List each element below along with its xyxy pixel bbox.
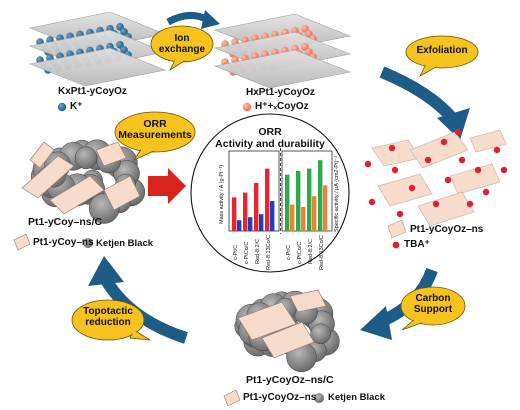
center-circle bbox=[190, 113, 350, 273]
carbon-particle bbox=[74, 146, 98, 170]
cat-right-2: Red-8:2/C bbox=[308, 238, 314, 264]
ketjen-legend-dot-left bbox=[83, 238, 93, 248]
bar-c-PtCo/C-s1 bbox=[301, 207, 306, 231]
orr-chart bbox=[228, 148, 333, 234]
reduced-nanosheet-label: Pt1-yCoy–ns bbox=[33, 237, 94, 248]
tba-ion bbox=[474, 166, 482, 174]
bubble-carbon-support bbox=[400, 286, 466, 331]
tba-ion bbox=[458, 156, 466, 164]
h-ion-legend-label: H⁺+ₓCoyOz bbox=[255, 101, 309, 112]
k-ion-legend-dot bbox=[57, 102, 67, 112]
cat-left-1: c-PtCo/C bbox=[244, 241, 250, 264]
bar-Red-8:2/C-s1 bbox=[312, 196, 317, 231]
layered-stack-h bbox=[213, 13, 352, 89]
bar-Red-8:13Co/C-s0 bbox=[318, 160, 323, 231]
cat-left-0: c-Pt/C bbox=[233, 244, 239, 260]
tba-ion bbox=[408, 184, 416, 192]
bar-c-PtCo/C-s0 bbox=[296, 171, 301, 231]
tba-ion bbox=[500, 166, 508, 174]
bar-Red-8:13Co/C-s0 bbox=[265, 168, 270, 231]
bar-c-Pt/C-s1 bbox=[237, 220, 242, 231]
tba-ion-label: TBA⁺ bbox=[404, 239, 430, 250]
bar-c-PtCo/C-s1 bbox=[248, 217, 253, 231]
reduced-cluster bbox=[21, 139, 146, 224]
cat-right-1: c-PtCo/C bbox=[297, 241, 303, 264]
step-ion-exchange: Ion exchange bbox=[158, 33, 206, 55]
tba-ion bbox=[388, 144, 396, 152]
exfoliated-nanosheets bbox=[364, 128, 508, 227]
cat-left-3: Red-8:13Co/C bbox=[266, 234, 272, 270]
nanosheet-metal-legend-swatch bbox=[13, 233, 31, 251]
nanosheet-oxide-legend-swatch bbox=[223, 389, 241, 407]
cat-right-0: c-Pt/C bbox=[286, 244, 292, 260]
tba-ion bbox=[444, 176, 452, 184]
bubble-orr-measurements bbox=[114, 111, 196, 161]
supported-carbon-label: Ketjen Black bbox=[328, 392, 386, 403]
center-title: ORR Activity and durability bbox=[215, 126, 325, 151]
tba-ion bbox=[368, 198, 376, 206]
exfoliated-nanosheet-label: Pt1-yCoyOz–ns bbox=[410, 224, 484, 235]
bar-c-Pt/C-s0 bbox=[232, 197, 237, 231]
bubble-exfoliation bbox=[405, 35, 479, 77]
specific-activity-ylabel: Specific activity / μA (cm2-Pt)⁻¹ bbox=[334, 155, 340, 232]
cat-left-2: Red-8:2/C bbox=[255, 238, 261, 264]
arrow-ion-exchange bbox=[166, 12, 210, 26]
tba-ion bbox=[396, 210, 404, 218]
tba-ion bbox=[364, 160, 372, 168]
carbon-particle bbox=[310, 323, 331, 345]
tba-ion bbox=[440, 138, 448, 146]
bar-Red-8:13Co/C-s1 bbox=[323, 185, 328, 231]
reduced-carbon-label: Ketjen Black bbox=[96, 238, 154, 249]
bar-c-Pt/C-s0 bbox=[285, 174, 290, 231]
red-arrow-to-chart bbox=[148, 168, 186, 204]
supported-nanosheet-label: Pt1-yCoyOz–ns bbox=[243, 392, 317, 403]
h-ion-legend-dot bbox=[242, 102, 252, 112]
step-orr-measurements: ORR Measurements bbox=[118, 118, 192, 142]
bar-Red-8:2/C-s1 bbox=[259, 214, 264, 231]
bar-c-Pt/C-s1 bbox=[290, 204, 295, 231]
bar-Red-8:13Co/C-s1 bbox=[270, 201, 275, 231]
ketjen-legend-dot-bottom bbox=[314, 393, 324, 403]
tba-ion bbox=[432, 200, 440, 208]
bubble-ion-exchange bbox=[150, 25, 214, 72]
bar-Red-8:2/C-s0 bbox=[254, 183, 259, 231]
step-exfoliation: Exfoliation bbox=[416, 45, 468, 56]
step-topotactic-reduction: Topotactic reduction bbox=[83, 306, 133, 328]
tba-ion bbox=[391, 166, 399, 174]
bubble-topotactic-reduction bbox=[71, 299, 151, 341]
carbon-supported-cluster bbox=[234, 289, 340, 373]
tba-ion bbox=[466, 200, 474, 208]
formula-layered-k: KxPt1-yCoyOz bbox=[58, 86, 127, 97]
tba-ion bbox=[493, 146, 501, 154]
tba-ion bbox=[424, 156, 432, 164]
bar-Red-8:2/C-s0 bbox=[307, 168, 312, 231]
nanosheet-legend-swatch bbox=[387, 219, 407, 239]
bar-c-PtCo/C-s0 bbox=[243, 192, 248, 231]
layered-stack-k bbox=[28, 11, 167, 87]
arrow-exfoliation bbox=[379, 66, 457, 122]
mass-activity-ylabel: Mass activity / A (g-Pt⁻¹) bbox=[219, 164, 225, 224]
reduced-formula: Pt1-yCoy–ns/C bbox=[28, 216, 103, 228]
cat-right-3: Red-8:13Co/C bbox=[319, 234, 325, 270]
tba-ion bbox=[454, 128, 462, 136]
supported-formula: Pt1-yCoyOz–ns/C bbox=[246, 374, 334, 386]
step-carbon-support: Carbon Support bbox=[413, 293, 453, 315]
k-ion-legend-label: K⁺ bbox=[70, 101, 83, 112]
tba-legend-dot bbox=[392, 241, 400, 249]
formula-layered-h: HxPt1-yCoyOz bbox=[246, 87, 315, 98]
tba-ion bbox=[482, 188, 490, 196]
